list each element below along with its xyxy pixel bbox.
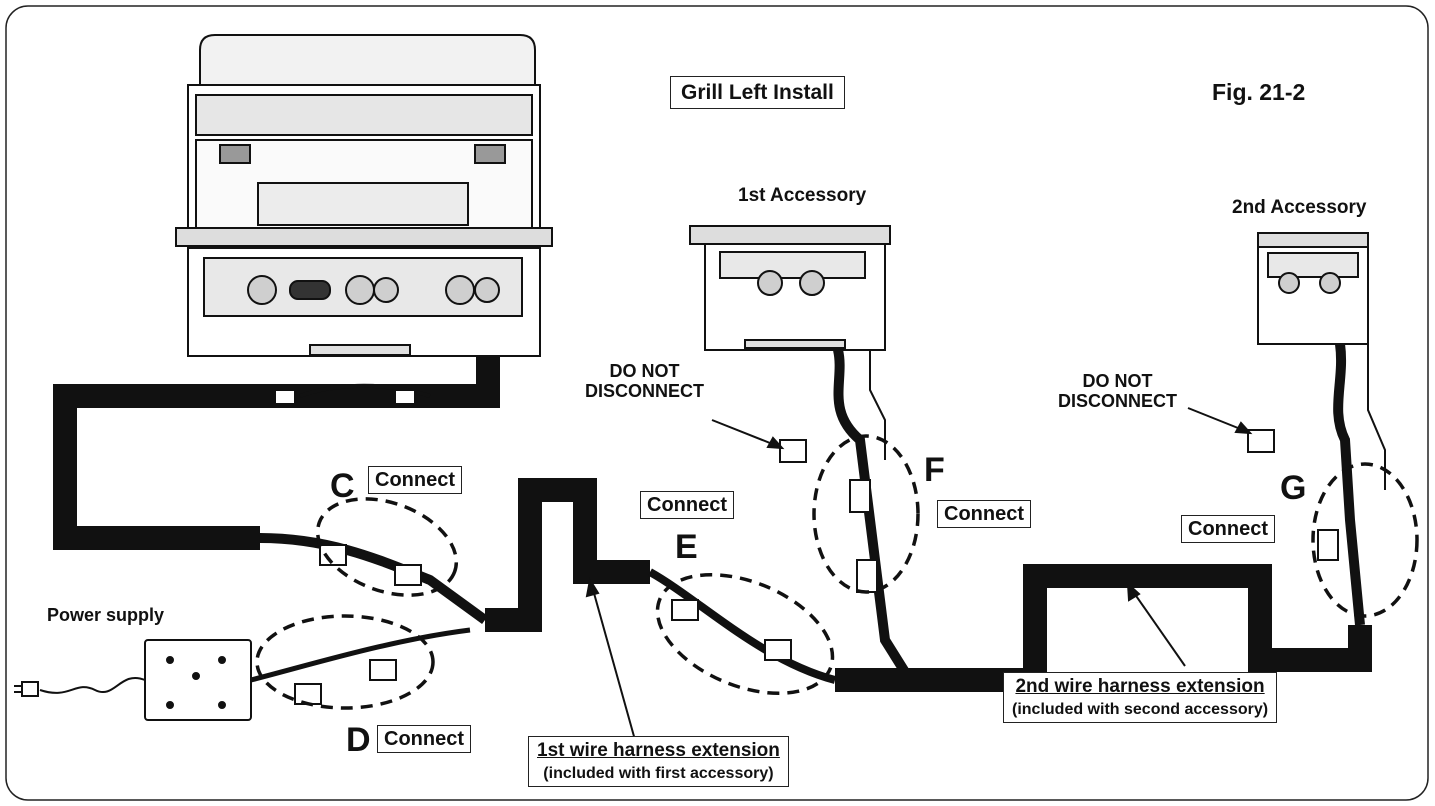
second-accessory-label: 2nd Accessory bbox=[1232, 197, 1367, 218]
connect-label-f: Connect bbox=[937, 500, 1031, 528]
figure-number: Fig. 21-2 bbox=[1212, 79, 1306, 105]
connect-label-g: Connect bbox=[1181, 515, 1275, 543]
connectors bbox=[274, 389, 1339, 705]
connect-label-e: Connect bbox=[640, 491, 734, 519]
zone-e bbox=[655, 572, 835, 696]
second-accessory-illustration bbox=[1257, 232, 1369, 345]
zone-d bbox=[255, 614, 435, 710]
second-extension-note: (included with second accessory) bbox=[1012, 700, 1269, 718]
leader-arrows bbox=[585, 407, 1253, 741]
first-extension-conduit bbox=[485, 478, 650, 632]
letter-d: D bbox=[346, 721, 371, 759]
zone-f bbox=[812, 434, 920, 594]
grill-illustration bbox=[175, 34, 553, 357]
first-accessory-label: 1st Accessory bbox=[738, 185, 867, 206]
zone-g bbox=[1311, 462, 1419, 618]
connect-label-c: Connect bbox=[368, 466, 462, 494]
first-extension-note: (included with first accessory) bbox=[543, 764, 774, 782]
zone-c bbox=[315, 497, 459, 597]
grill-conduit bbox=[53, 356, 500, 550]
letter-e: E bbox=[675, 528, 698, 566]
letter-c: C bbox=[330, 467, 355, 505]
second-extension-callout: 2nd wire harness extension (included wit… bbox=[1003, 672, 1278, 724]
power-supply-illustration bbox=[14, 639, 252, 721]
first-extension-callout: 1st wire harness extension (included wit… bbox=[528, 736, 789, 788]
connection-zones bbox=[255, 434, 1419, 710]
second-extension-title: 2nd wire harness extension bbox=[1015, 676, 1265, 697]
do-not-disconnect-label-2: DO NOT DISCONNECT bbox=[1058, 371, 1178, 411]
letter-f: F bbox=[924, 451, 945, 489]
first-accessory-illustration bbox=[689, 225, 891, 351]
do-not-disconnect-label-1: DO NOT DISCONNECT bbox=[585, 361, 705, 401]
second-extension-conduit bbox=[835, 564, 1372, 692]
first-extension-title: 1st wire harness extension bbox=[537, 740, 780, 761]
power-supply-label: Power supply bbox=[47, 605, 165, 625]
letter-g: G bbox=[1280, 469, 1307, 507]
figure-title: Grill Left Install bbox=[670, 76, 845, 110]
connect-label-d: Connect bbox=[377, 725, 471, 753]
